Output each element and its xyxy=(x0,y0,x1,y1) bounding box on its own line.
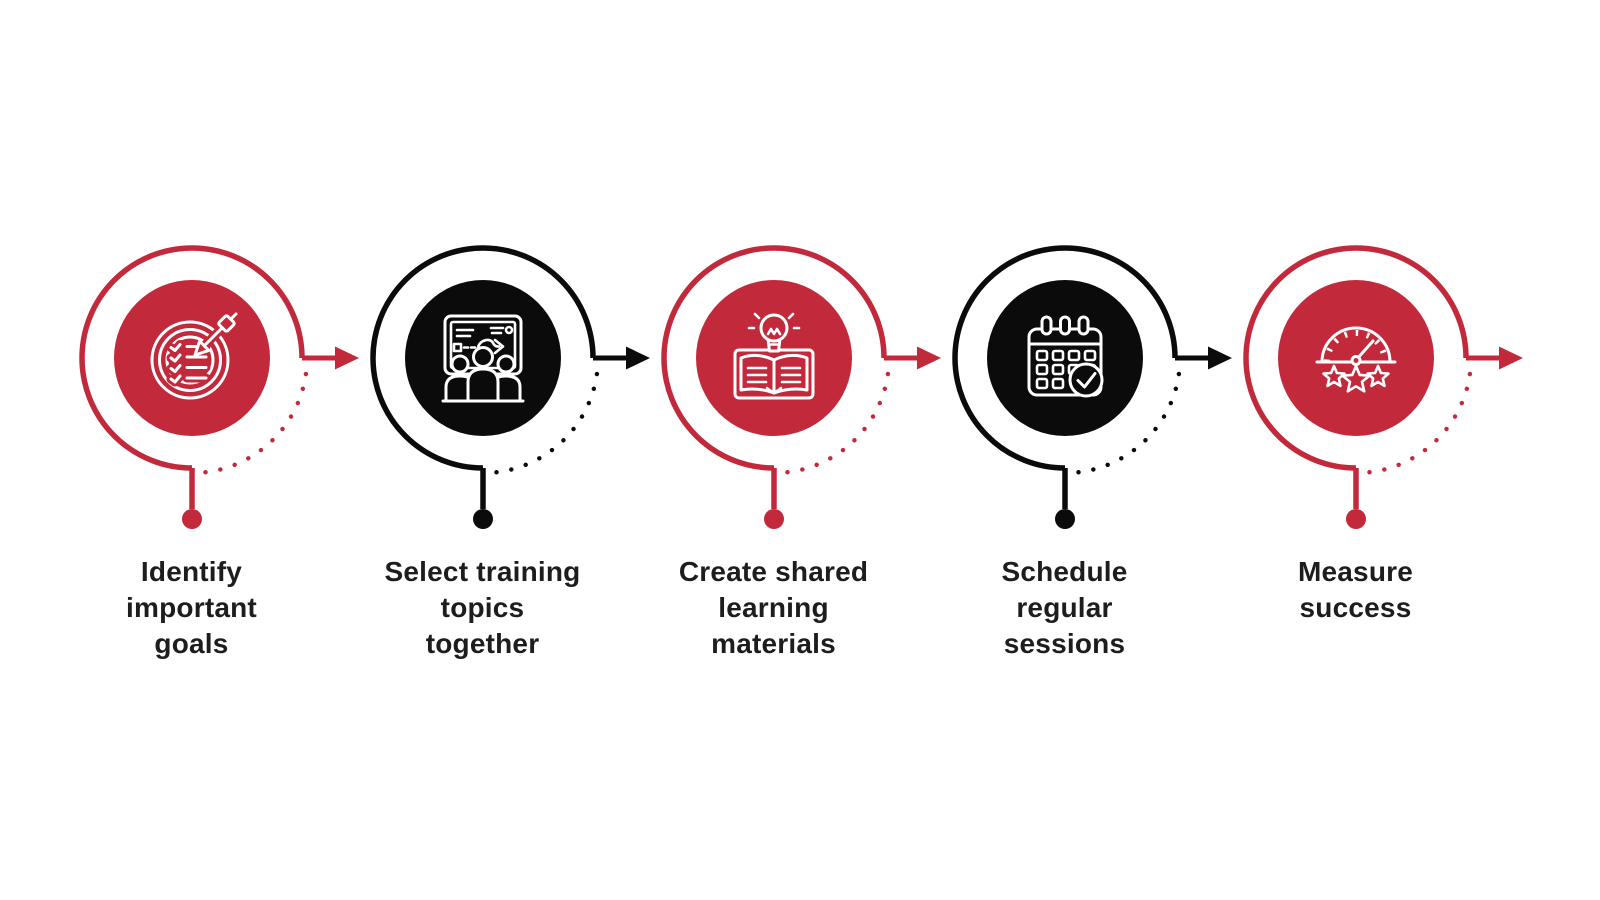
step-label-line: Select training xyxy=(384,556,581,587)
arrow-right-icon xyxy=(1466,346,1523,370)
step-label: Select training topics together xyxy=(337,554,628,662)
step-label-line: topics xyxy=(440,592,525,623)
step-label-line: regular xyxy=(1016,592,1113,623)
step-select-topics: Select training topics together xyxy=(337,238,650,662)
stem-dot xyxy=(473,509,493,529)
book-lightbulb-icon xyxy=(733,312,815,400)
arrow-right-icon xyxy=(884,346,941,370)
step-label-line: Create shared xyxy=(678,556,869,587)
gauge-stars-icon xyxy=(1315,326,1397,393)
step-graphic xyxy=(79,245,359,529)
step-label-line: sessions xyxy=(1003,628,1126,659)
step-label-line: together xyxy=(425,628,540,659)
step-identify-goals: Identify important goals xyxy=(46,238,359,662)
step-label-line: Measure xyxy=(1297,556,1413,587)
step-measure-success: Measure success xyxy=(1210,238,1523,626)
step-label-line: success xyxy=(1299,592,1412,623)
arrow-right-icon xyxy=(593,346,650,370)
step-label-line: materials xyxy=(711,628,836,659)
step-ring xyxy=(952,245,1182,529)
step-label-line: goals xyxy=(154,628,229,659)
step-create-materials: Create shared learning materials xyxy=(628,238,941,662)
step-label: Create shared learning materials xyxy=(628,554,919,662)
step-graphic xyxy=(1243,245,1523,529)
step-label: Schedule regular sessions xyxy=(919,554,1210,662)
step-label: Measure success xyxy=(1210,554,1501,626)
step-label: Identify important goals xyxy=(46,554,337,662)
step-schedule-sessions: Schedule regular sessions xyxy=(919,238,1232,662)
step-label-line: Identify xyxy=(140,556,243,587)
stem-dot xyxy=(1346,509,1366,529)
stem-dot xyxy=(182,509,202,529)
step-graphic xyxy=(952,245,1232,529)
training-presentation-icon xyxy=(441,314,525,403)
step-graphic xyxy=(661,245,941,529)
step-label-line: learning xyxy=(718,592,829,623)
stem-dot xyxy=(1055,509,1075,529)
stem-dot xyxy=(764,509,784,529)
target-checklist-icon xyxy=(150,312,238,400)
calendar-check-icon xyxy=(1027,315,1104,398)
step-label-line: important xyxy=(126,592,257,623)
arrow-right-icon xyxy=(302,346,359,370)
step-graphic xyxy=(370,245,650,529)
arrow-right-icon xyxy=(1175,346,1232,370)
step-label-line: Schedule xyxy=(1001,556,1128,587)
step-ring xyxy=(79,245,309,529)
